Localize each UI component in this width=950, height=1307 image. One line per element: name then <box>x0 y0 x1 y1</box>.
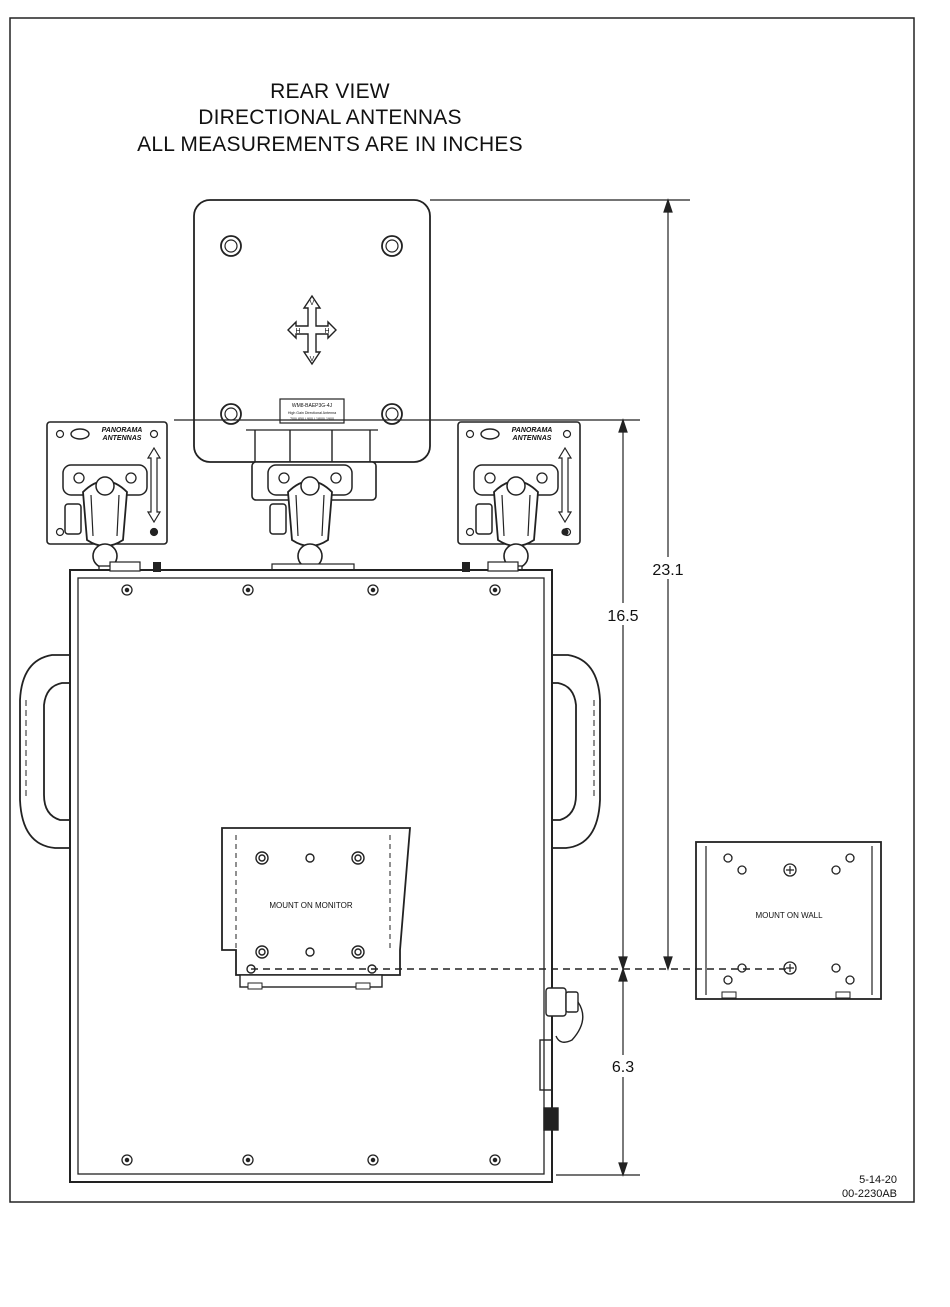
dimension-case-height: 16.5 <box>607 608 638 625</box>
mount-on-monitor-bracket: MOUNT ON MONITOR <box>222 828 410 989</box>
right-handle <box>545 655 600 848</box>
dimension-overall-height: 23.1 <box>652 562 683 579</box>
brand-name-line2: ANTENNAS <box>102 435 142 442</box>
mount-on-wall-bracket: MOUNT ON WALL <box>696 842 881 999</box>
arrow-v-label-top: V <box>310 300 315 307</box>
dimension-mount-offset: 6.3 <box>612 1059 634 1076</box>
title-line-2: DIRECTIONAL ANTENNAS <box>60 106 600 130</box>
arrow-h-label-left: H <box>295 328 300 335</box>
panorama-logo-icon <box>71 429 89 439</box>
right-side-antenna: PANORAMA ANTENNAS <box>458 422 580 576</box>
brand-name-line1-right: PANORAMA <box>512 427 553 434</box>
drawing-date: 5-14-20 <box>859 1174 897 1186</box>
title-line-3: ALL MEASUREMENTS ARE IN INCHES <box>60 133 600 157</box>
arrow-h-label-right: H <box>324 328 329 335</box>
product-model-text: WM8-BAEP3G-4J <box>292 403 333 409</box>
brand-name-line1: PANORAMA <box>102 427 143 434</box>
left-side-antenna: PANORAMA ANTENNAS <box>47 422 167 576</box>
mount-on-monitor-label: MOUNT ON MONITOR <box>269 901 352 910</box>
mount-on-wall-label: MOUNT ON WALL <box>755 911 823 920</box>
product-description-text: High Gain Directional Antenna <box>288 411 336 415</box>
arrow-v-label-bottom: V <box>310 356 315 363</box>
directional-antenna-panel: V V H H WM8-BAEP3G-4J High Gain Directio… <box>194 200 430 462</box>
title-line-1: REAR VIEW <box>60 80 600 104</box>
drawing-number: 00-2230AB <box>842 1188 897 1200</box>
left-handle <box>20 655 76 848</box>
panorama-logo-icon-right <box>481 429 499 439</box>
brand-name-line2-right: ANTENNAS <box>512 435 552 442</box>
